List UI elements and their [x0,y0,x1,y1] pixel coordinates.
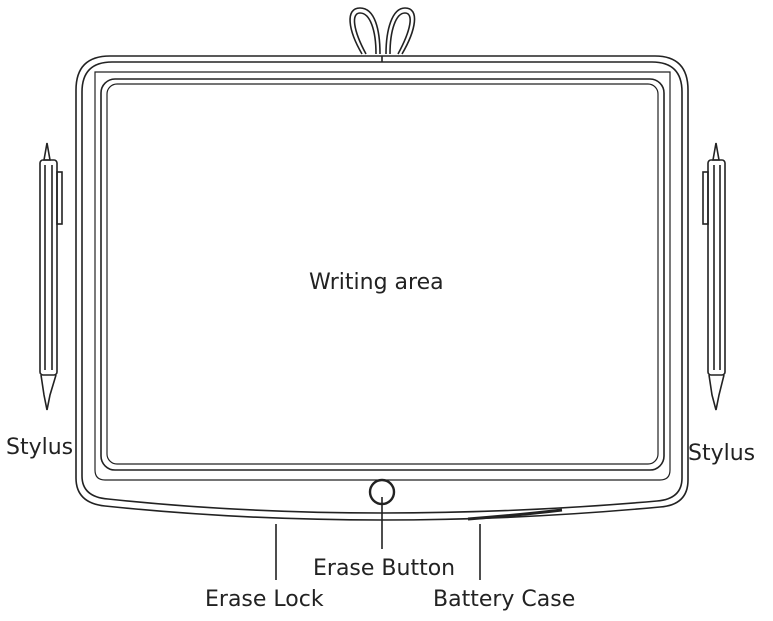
writing-area-label: Writing area [309,270,444,295]
erase-lock-label: Erase Lock [205,587,324,612]
leader-lines [275,497,481,580]
erase-button-label: Erase Button [313,556,456,581]
battery-case-label: Battery Case [433,587,576,612]
hanging-loops [349,7,416,62]
stylus-left-label: Stylus [6,435,74,460]
stylus-right-label: Stylus [688,441,756,466]
stylus-right[interactable] [702,142,726,411]
writing-area-screen[interactable] [100,78,665,471]
stylus-left[interactable] [39,142,63,411]
